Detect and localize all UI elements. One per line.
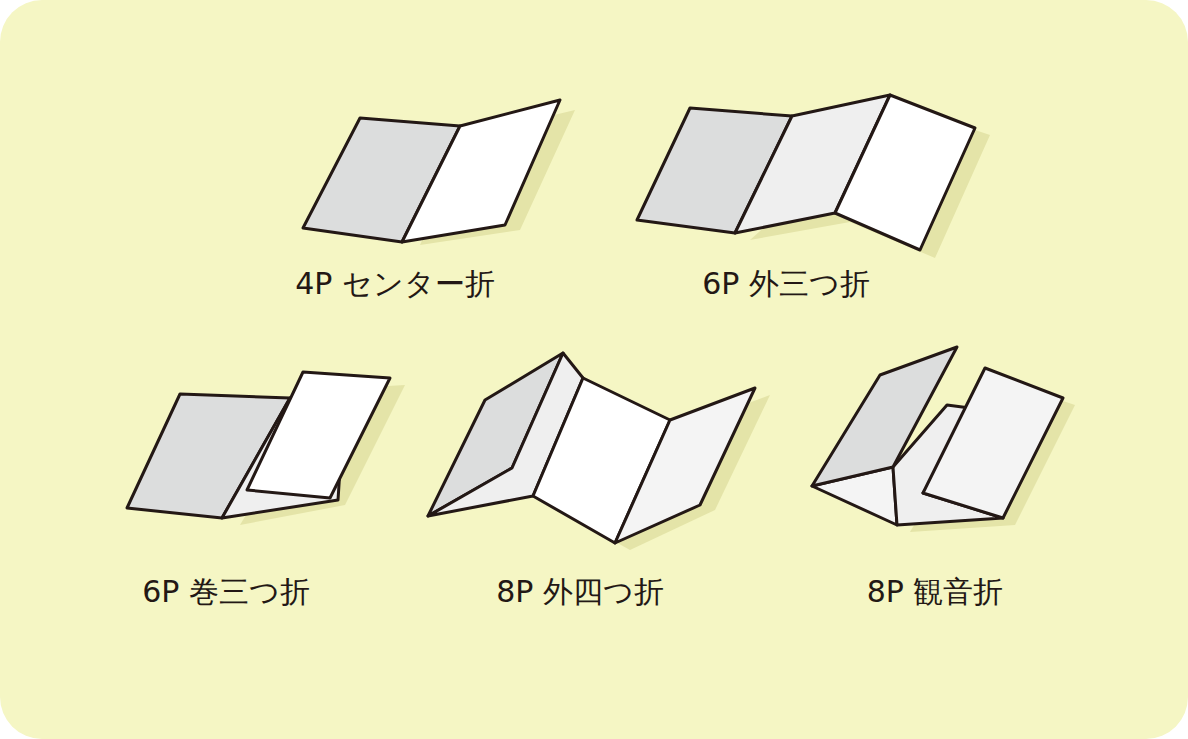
fold-caption: 6P 巻三つ折 [142,574,310,610]
fold-caption: 8P 外四つ折 [496,574,664,610]
outer-four-fold [428,353,770,550]
outer-tri-fold [637,95,990,258]
gate-fold [812,347,1075,532]
roll-tri-fold [127,372,405,525]
fold-caption: 8P 観音折 [867,574,1004,610]
center-fold [303,100,575,245]
fold-caption: 4P センター折 [295,266,495,302]
fold-caption: 6P 外三つ折 [702,266,870,302]
